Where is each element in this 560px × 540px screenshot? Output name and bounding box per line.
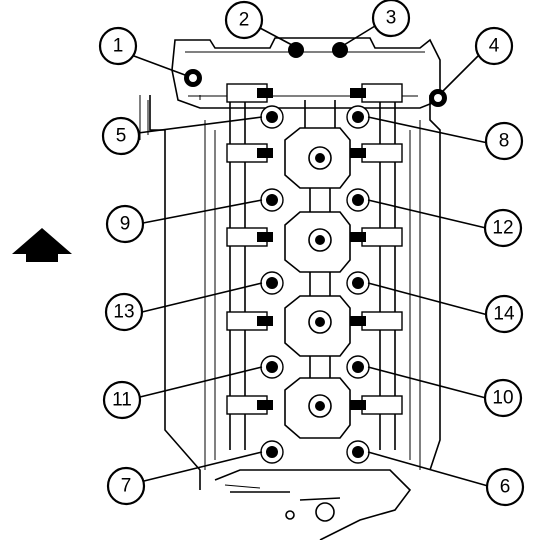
arrow-up-icon [12, 228, 72, 262]
callout-label: 9 [120, 214, 131, 235]
callout-label: 6 [500, 477, 511, 498]
callout-14: 14 [484, 294, 524, 334]
callout-label: 2 [239, 10, 250, 31]
callout-10: 10 [483, 378, 523, 418]
callout-6: 6 [485, 467, 525, 507]
callout-label: 11 [112, 390, 132, 411]
callout-5: 5 [101, 116, 141, 156]
callout-2: 2 [224, 0, 264, 40]
callout-label: 3 [386, 8, 397, 29]
callout-12: 12 [483, 208, 523, 248]
callout-8: 8 [484, 121, 524, 161]
callout-7: 7 [106, 466, 146, 506]
callout-label: 7 [121, 476, 132, 497]
callout-label: 14 [493, 304, 515, 325]
callout-label: 1 [113, 36, 124, 57]
callout-label: 5 [116, 126, 127, 147]
callout-label: 10 [492, 388, 513, 409]
callout-13: 13 [104, 292, 144, 332]
callout-3: 3 [371, 0, 411, 38]
leader-lines [133, 25, 489, 487]
callout-label: 13 [113, 302, 134, 323]
callout-label: 8 [499, 131, 510, 152]
callout-9: 9 [105, 204, 145, 244]
callout-label: 12 [492, 218, 513, 239]
callout-4: 4 [474, 26, 514, 66]
callout-1: 1 [98, 26, 138, 66]
cylinder-head-drawing [139, 37, 447, 540]
callout-label: 4 [489, 36, 500, 57]
callout-11: 11 [102, 380, 142, 420]
